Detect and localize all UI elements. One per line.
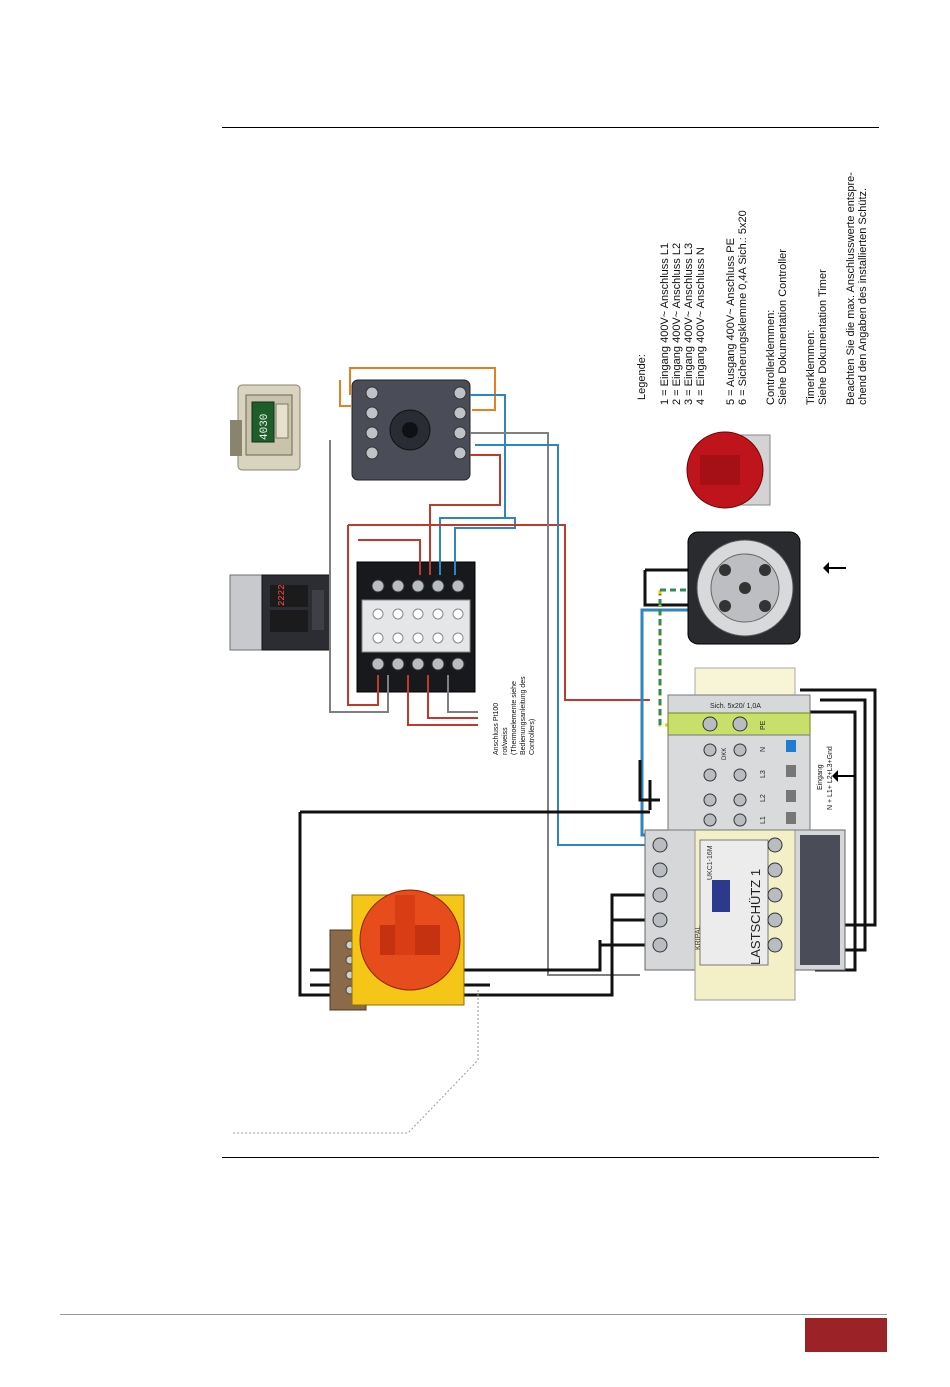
legend-line-3: 3 = Eingang 400V~ Anschluss L3 — [683, 243, 695, 405]
contactor-model: UKC1-16M — [707, 845, 714, 880]
pt100-label: Anschluss Pt100 rot/weiss (Thermoelement… — [493, 676, 536, 755]
terminal-strip: Sich. 5x20/ 1,0A PE N L3 L2 L1 DKK — [667, 667, 811, 831]
pt100-line-5: Controllers) — [529, 719, 536, 755]
pt100-line-4: Bedienungsanleitung des — [520, 676, 527, 755]
eingang-label: Eingang N + L1+ L2+L3+Gnd — [817, 746, 855, 810]
pt100-line-3: (Thermoelemente siehe — [511, 681, 518, 755]
timer-display: 4030 — [259, 414, 271, 440]
legend-line-4: 4 = Eingang 400V~ Anschluss N — [695, 247, 707, 405]
relay-socket — [351, 379, 471, 481]
legend-line-8: Siehe Dokumentation Controller — [777, 249, 789, 405]
page-number-mark — [805, 1318, 887, 1352]
legend-line-11: Beachten Sie die max. Anschlusswerte ent… — [845, 172, 857, 405]
terminal-l1: L1 — [760, 816, 767, 824]
terminal-n: N — [760, 747, 767, 752]
terminal-pe: PE — [760, 720, 767, 730]
pt100-line-1: Anschluss Pt100 — [493, 703, 500, 755]
eingang-line-2: N + L1+ L2+L3+Gnd — [827, 746, 834, 810]
legend-line-1: 1 = Eingang 400V~ Anschluss L1 — [659, 243, 671, 405]
main-switch — [329, 889, 465, 1011]
legend: Legende: 1 = Eingang 400V~ Anschluss L1 … — [636, 172, 869, 405]
legend-line-2: 2 = Eingang 400V~ Anschluss L2 — [671, 243, 683, 405]
fuse-label: Sich. 5x20/ 1,0A — [710, 703, 761, 710]
legend-title: Legende: — [636, 354, 648, 400]
legend-line-7: Controllerklemmen: — [765, 310, 777, 405]
cee-plug — [686, 431, 771, 509]
top-rule — [222, 127, 879, 128]
legend-line-12: chend den Angaben des installierten Schü… — [857, 188, 869, 405]
controller-terminal-block — [356, 561, 476, 693]
legend-line-6: 6 = Sicherungsklemme 0,4A Sich.: 5x20 — [737, 210, 749, 405]
eingang-line-1: Eingang — [817, 764, 824, 790]
legend-line-9: Timerklemmen: — [805, 330, 817, 405]
legend-line-5: 5 = Ausgang 400V~ Anschluss PE — [725, 238, 737, 405]
pt100-line-2: rot/weiss — [502, 727, 509, 755]
terminal-l3: L3 — [760, 770, 767, 778]
terminal-dkk: DKK — [722, 748, 728, 760]
contactor-brand: KRIPAL — [695, 926, 702, 950]
contactor-title: LASTSCHÜTZ 1 — [748, 869, 763, 965]
legend-line-10: Siehe Dokumentation Timer — [817, 269, 829, 405]
bottom-rule — [222, 1157, 879, 1158]
controller-display: 2222 — [277, 584, 287, 606]
timer-module: 4030 — [230, 384, 301, 471]
contactor: LASTSCHÜTZ 1 KRIPAL UKC1-16M — [644, 829, 846, 1001]
terminal-l2: L2 — [760, 794, 767, 802]
temperature-controller: 2222 — [229, 574, 331, 651]
cee-socket — [687, 531, 846, 645]
footer-rule — [60, 1314, 887, 1315]
